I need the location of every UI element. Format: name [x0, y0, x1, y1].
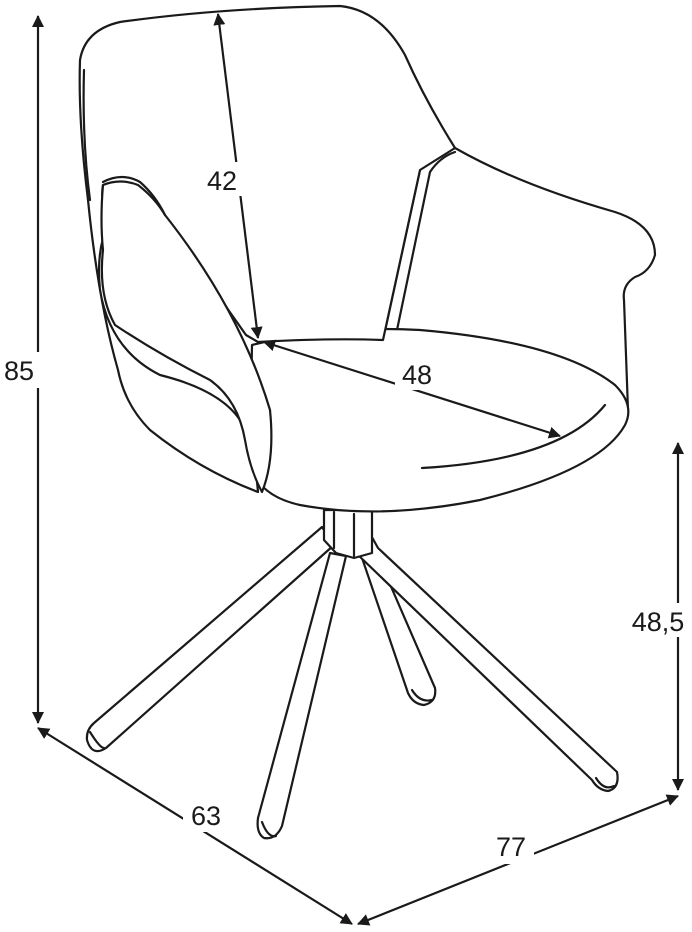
depth-label: 63 — [191, 801, 221, 831]
backrest-label: 42 — [207, 166, 237, 196]
chair-shell — [78, 4, 657, 513]
dimension-overall-height: 85 — [0, 14, 44, 724]
height-label: 85 — [4, 356, 34, 386]
dimension-seat-height: 48,5 — [632, 442, 692, 791]
width-label: 77 — [496, 832, 526, 862]
dimension-depth: 63 — [37, 727, 353, 925]
leg-back-right — [358, 550, 437, 707]
dimension-seat-depth: 48 — [263, 339, 561, 439]
seat-front-edge — [420, 403, 607, 470]
swivel-column — [322, 508, 374, 560]
seat-height-label: 48,5 — [632, 607, 685, 637]
seat-depth-label: 48 — [402, 360, 432, 390]
dimension-width: 77 — [357, 794, 679, 926]
chair-base — [85, 508, 619, 840]
leg-front-right — [354, 528, 619, 793]
dimension-backrest-height: 42 — [200, 13, 263, 339]
